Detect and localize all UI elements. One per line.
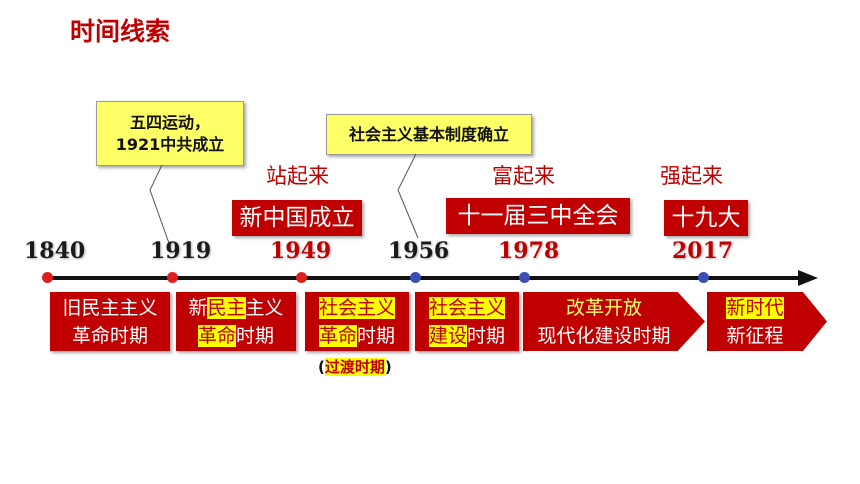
period-3-highlight-b: 革命 xyxy=(318,324,357,347)
period-socialist-construction: 社会主义 建设时期 xyxy=(415,292,519,351)
period-2-text-c: 主义 xyxy=(245,296,284,319)
period-old-democratic-revolution: 旧民主主义 革命时期 xyxy=(50,292,170,351)
period-reform-opening: 改革开放 现代化建设时期 xyxy=(523,292,705,351)
connector-socialist-system xyxy=(397,153,419,239)
phase-stand-up: 站起来 xyxy=(266,164,329,188)
period-3-line2: 革命时期 xyxy=(305,322,409,350)
period-5-line1: 改革开放 xyxy=(523,294,705,322)
year-1840: 1840 xyxy=(24,238,86,264)
callout-may-fourth: 五四运动， 1921中共成立 xyxy=(96,101,244,166)
timeline-arrowhead xyxy=(798,270,818,286)
period-4-line1: 社会主义 xyxy=(415,294,519,322)
period-4-text-c: 时期 xyxy=(467,324,506,347)
period-5-highlight: 改革开放 xyxy=(565,296,642,319)
transition-period-note: (过渡时期) xyxy=(318,356,392,377)
year-1978: 1978 xyxy=(498,238,560,264)
timeline-dot-1840 xyxy=(42,272,53,283)
period-2-highlight-a: 民主 xyxy=(207,296,246,319)
timeline-dot-1949 xyxy=(296,272,307,283)
page-title: 时间线索 xyxy=(70,17,171,46)
callout-may-fourth-line1: 五四运动， xyxy=(129,112,210,132)
year-1956: 1956 xyxy=(388,238,450,264)
timeline-dot-1919 xyxy=(167,272,178,283)
timeline-axis xyxy=(46,276,800,280)
period-2-text-a: 新 xyxy=(188,296,208,319)
event-new-china: 新中国成立 xyxy=(232,200,362,236)
connector-may-fourth xyxy=(149,164,171,247)
period-new-democratic-revolution: 新民主主义 革命时期 xyxy=(176,292,296,351)
note-text: 过渡时期 xyxy=(324,358,385,376)
callout-socialist-system: 社会主义基本制度确立 xyxy=(326,114,532,155)
period-2-text-e: 时期 xyxy=(236,324,275,347)
period-6-line1: 新时代 xyxy=(707,294,827,322)
period-socialist-revolution: 社会主义 革命时期 xyxy=(305,292,409,351)
year-2017: 2017 xyxy=(672,238,734,264)
phase-get-strong: 强起来 xyxy=(660,164,723,188)
period-4-highlight-b: 建设 xyxy=(428,324,467,347)
period-1-line1: 旧民主主义 xyxy=(62,296,158,319)
period-2-line1: 新民主主义 xyxy=(176,294,296,322)
period-4-highlight-a: 社会主义 xyxy=(428,296,505,319)
callout-socialist-system-text: 社会主义基本制度确立 xyxy=(348,125,509,144)
period-6-highlight: 新时代 xyxy=(726,296,784,319)
period-3-highlight-a: 社会主义 xyxy=(318,296,395,319)
timeline-dot-1978 xyxy=(519,272,530,283)
period-new-era: 新时代 新征程 xyxy=(707,292,827,351)
period-4-line2: 建设时期 xyxy=(415,322,519,350)
year-1949: 1949 xyxy=(270,238,332,264)
period-3-line1: 社会主义 xyxy=(305,294,409,322)
period-1-line2: 革命时期 xyxy=(71,324,148,347)
note-close-paren: ) xyxy=(384,358,392,376)
callout-may-fourth-line2: 1921中共成立 xyxy=(115,134,225,154)
period-2-highlight-d: 革命 xyxy=(197,324,236,347)
timeline-dot-1956 xyxy=(410,272,421,283)
timeline-dot-2017 xyxy=(698,272,709,283)
event-nineteenth-congress: 十九大 xyxy=(664,200,748,236)
period-3-text-c: 时期 xyxy=(357,324,396,347)
event-third-plenum: 十一届三中全会 xyxy=(446,198,630,234)
period-2-line2: 革命时期 xyxy=(176,322,296,350)
period-6-line2: 新征程 xyxy=(726,324,784,347)
note-open-paren: ( xyxy=(318,358,325,376)
phase-get-rich: 富起来 xyxy=(492,164,555,188)
period-5-line2: 现代化建设时期 xyxy=(537,324,671,347)
year-1919: 1919 xyxy=(150,238,212,264)
